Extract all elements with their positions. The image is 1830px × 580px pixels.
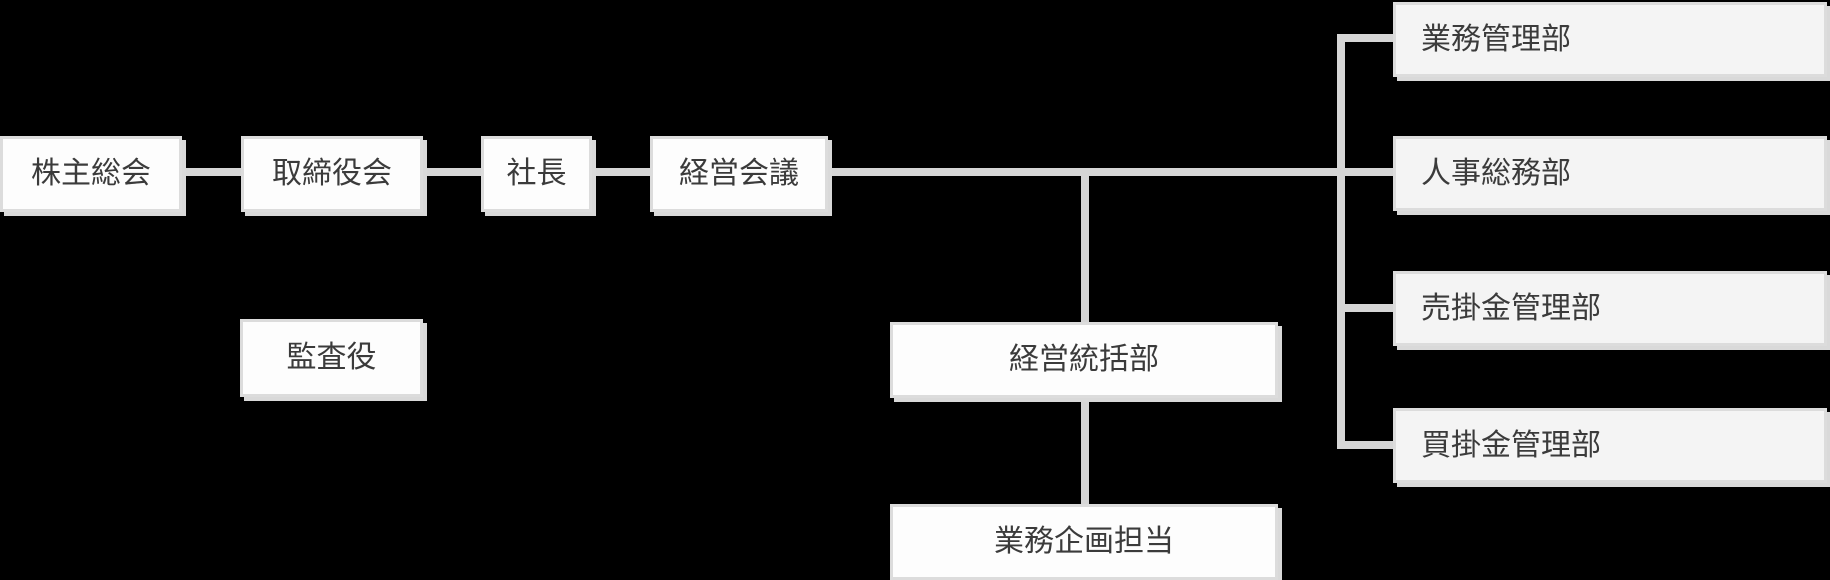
connector-board-to-president	[423, 168, 481, 176]
node-business-planning-unit: 業務企画担当	[890, 504, 1278, 580]
node-label: 買掛金管理部	[1421, 428, 1601, 462]
node-label: 監査役	[286, 341, 377, 374]
node-president: 社長	[481, 136, 592, 212]
node-label: 取締役会	[272, 157, 392, 190]
node-label: 社長	[506, 157, 567, 190]
connector-department-spine	[1337, 34, 1345, 449]
node-label: 業務企画担当	[994, 525, 1174, 558]
connector-spine-to-accounts-receivable	[1345, 304, 1393, 312]
node-business-administration-department: 業務管理部	[1393, 2, 1827, 77]
connector-corporate-management-to-business-planning	[1081, 398, 1089, 504]
node-board-of-directors: 取締役会	[241, 136, 423, 212]
node-hr-general-affairs-department: 人事総務部	[1393, 136, 1827, 211]
node-accounts-payable-department: 買掛金管理部	[1393, 408, 1827, 483]
node-label: 売掛金管理部	[1421, 291, 1601, 325]
node-label: 経営統括部	[1009, 343, 1159, 376]
connector-president-to-council	[592, 168, 650, 176]
connector-spine-to-accounts-payable	[1345, 441, 1393, 449]
node-label: 業務管理部	[1421, 22, 1571, 56]
connector-drop-to-corporate-management	[1081, 176, 1089, 322]
node-accounts-receivable-department: 売掛金管理部	[1393, 271, 1827, 346]
node-label: 株主総会	[31, 157, 151, 190]
node-auditor: 監査役	[240, 319, 423, 397]
node-label: 人事総務部	[1421, 156, 1571, 190]
node-management-council: 経営会議	[650, 136, 828, 212]
node-label: 経営会議	[679, 157, 799, 190]
connector-council-to-departments-trunk	[828, 168, 1393, 176]
node-corporate-management-department: 経営統括部	[890, 322, 1278, 398]
node-shareholders-meeting: 株主総会	[0, 136, 182, 212]
connector-shareholders-to-board	[182, 168, 241, 176]
connector-spine-to-business-administration	[1345, 34, 1393, 42]
